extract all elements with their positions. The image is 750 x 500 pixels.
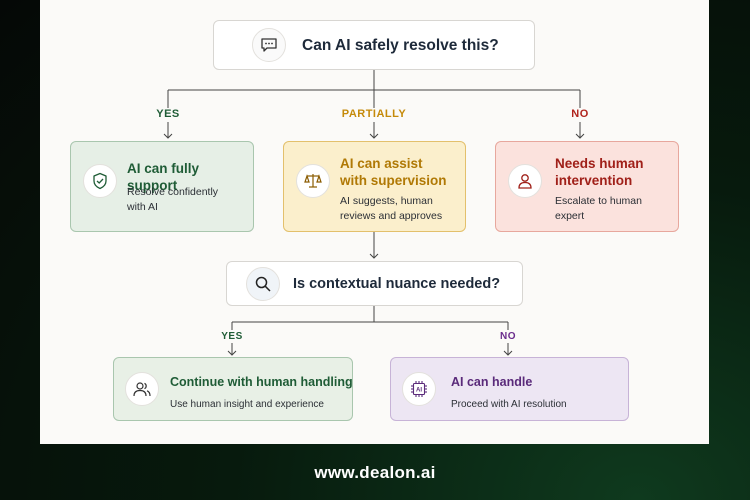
card-assist-title: AI can assist with supervision <box>340 156 447 188</box>
branch-partially-label: PARTIALLY <box>341 108 407 120</box>
scales-icon <box>296 164 330 198</box>
branch-yes-label: YES <box>156 108 180 120</box>
question-2-text: Is contextual nuance needed? <box>293 276 501 292</box>
branch2-no-label: NO <box>500 331 516 342</box>
question-1-text: Can AI safely resolve this? <box>302 37 499 54</box>
branch2-yes-label: YES <box>221 331 243 342</box>
card-human-handling-desc: Use human insight and experience <box>170 399 324 410</box>
card-fully-support: AI can fully support Resolve confidently… <box>70 141 254 232</box>
card-human-intervention: Needs human intervention Escalate to hum… <box>495 141 679 232</box>
search-icon <box>246 267 280 301</box>
shield-check-icon <box>83 164 117 198</box>
footer-url: www.dealon.ai <box>314 463 436 482</box>
card-human-desc: Escalate to human expert <box>555 195 642 222</box>
question-1-box: Can AI safely resolve this? <box>213 20 535 70</box>
card-assist-supervision: AI can assist with supervision AI sugges… <box>283 141 466 232</box>
chat-bubble-icon <box>252 28 286 62</box>
question-2-box: Is contextual nuance needed? <box>226 261 523 306</box>
card-assist-desc: AI suggests, human reviews and approves <box>340 195 443 222</box>
card-ai-handle-title: AI can handle <box>451 375 533 389</box>
people-icon <box>125 372 159 406</box>
card-human-handling-title: Continue with human handling <box>170 375 353 389</box>
card-human-handling: Continue with human handling Use human i… <box>113 357 353 421</box>
card-fully-support-title: AI can fully support <box>127 161 200 193</box>
card-ai-handle: AI AI can handle Proceed with AI resolut… <box>390 357 629 421</box>
card-ai-handle-desc: Proceed with AI resolution <box>451 399 567 410</box>
card-human-title: Needs human intervention <box>555 156 644 188</box>
ai-chip-icon: AI <box>402 372 436 406</box>
person-icon <box>508 164 542 198</box>
svg-text:AI: AI <box>416 388 422 394</box>
branch-no-label: NO <box>571 108 589 120</box>
card-fully-support-desc: Resolve confidently with AI <box>127 186 219 213</box>
